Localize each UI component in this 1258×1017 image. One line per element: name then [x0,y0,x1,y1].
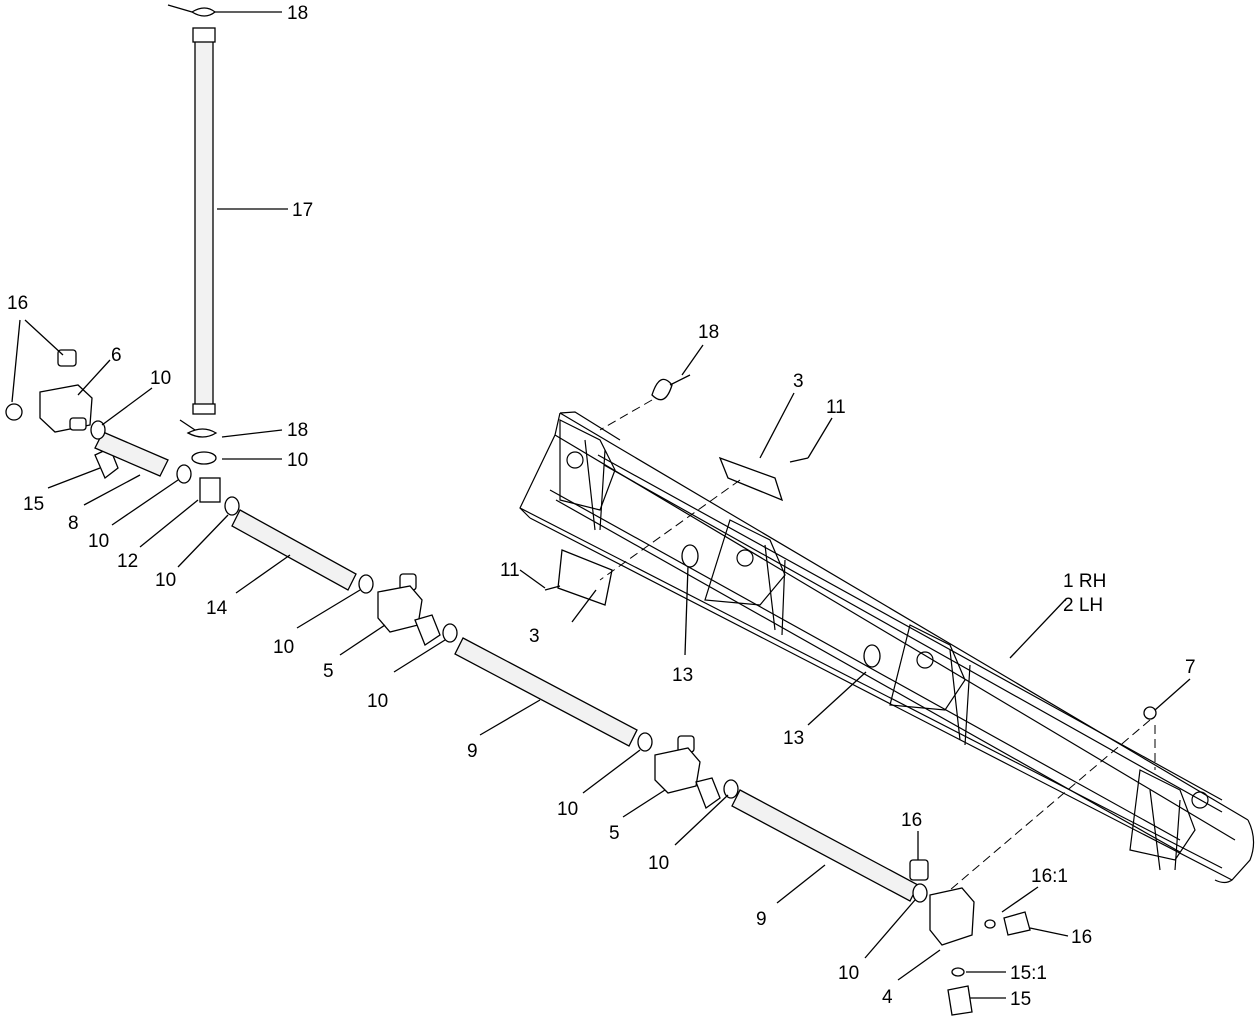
vertical-pipe [192,27,216,415]
pin-clip [651,374,691,401]
callout-10-left-low: 10 [155,570,176,591]
callout-10-end: 10 [838,963,859,984]
callout-3-lower: 3 [529,626,540,647]
callout-18-frame: 18 [698,322,719,343]
callout-10-left-top: 10 [150,368,171,389]
callout-5-lower: 5 [609,823,620,844]
hose-clip-top [167,4,217,17]
callout-15-left: 15 [23,494,44,515]
callout-5-middle: 5 [323,661,334,682]
callout-2-lh: 2 LH [1063,595,1103,616]
hose-pipes [90,420,928,903]
assembly-guides [599,399,1156,891]
nozzle-body-end [909,859,1031,1016]
spacer-lower [863,644,881,668]
callout-16-left: 16 [7,293,28,314]
callout-17: 17 [292,200,313,221]
bolt-top [789,457,809,463]
leader-lines [11,11,1191,999]
callout-3-top: 3 [793,371,804,392]
callout-16-end-top: 16 [901,810,922,831]
callout-10-lower-b: 10 [648,853,669,874]
boom-frame [519,411,1255,884]
callout-10-left-mid: 10 [88,531,109,552]
callout-11-lower: 11 [500,560,520,581]
nut [1143,706,1157,720]
boom-hanger-top [718,456,784,502]
spacer-upper [681,544,699,568]
callout-labels: 18 17 16 6 10 18 10 15 8 10 12 10 14 10 … [7,3,1196,1010]
callout-4: 4 [882,987,893,1008]
callout-10-lower-a: 10 [557,799,578,820]
callout-9-upper: 9 [467,741,478,762]
callout-10-middle-a: 10 [273,637,294,658]
callout-18-top: 18 [287,3,308,24]
callout-13-upper: 13 [672,665,693,686]
callout-15-end: 15 [1010,989,1031,1010]
callout-15-1: 15:1 [1010,963,1047,984]
callout-6: 6 [111,345,122,366]
callout-16-1: 16:1 [1031,866,1068,887]
nozzle-body-middle [377,573,441,646]
nozzle-body-lower [654,735,721,810]
callout-7: 7 [1185,657,1196,678]
callout-18-mid: 18 [287,420,308,441]
callout-16-end-right: 16 [1071,927,1092,948]
callout-13-lower: 13 [783,728,804,749]
callout-14: 14 [206,598,228,619]
hose-clip-mid [179,419,218,438]
callout-8: 8 [68,513,79,534]
callout-9-lower: 9 [756,909,767,930]
bolt-lower [544,585,561,591]
callout-10-under-pipe: 10 [287,450,308,471]
clamp-under-pipe [191,451,217,465]
callout-11-top: 11 [826,397,846,418]
boom-hanger-lower [557,549,613,606]
callout-10-middle-b: 10 [367,691,388,712]
callout-1-rh: 1 RH [1063,571,1106,592]
callout-12: 12 [117,551,138,572]
